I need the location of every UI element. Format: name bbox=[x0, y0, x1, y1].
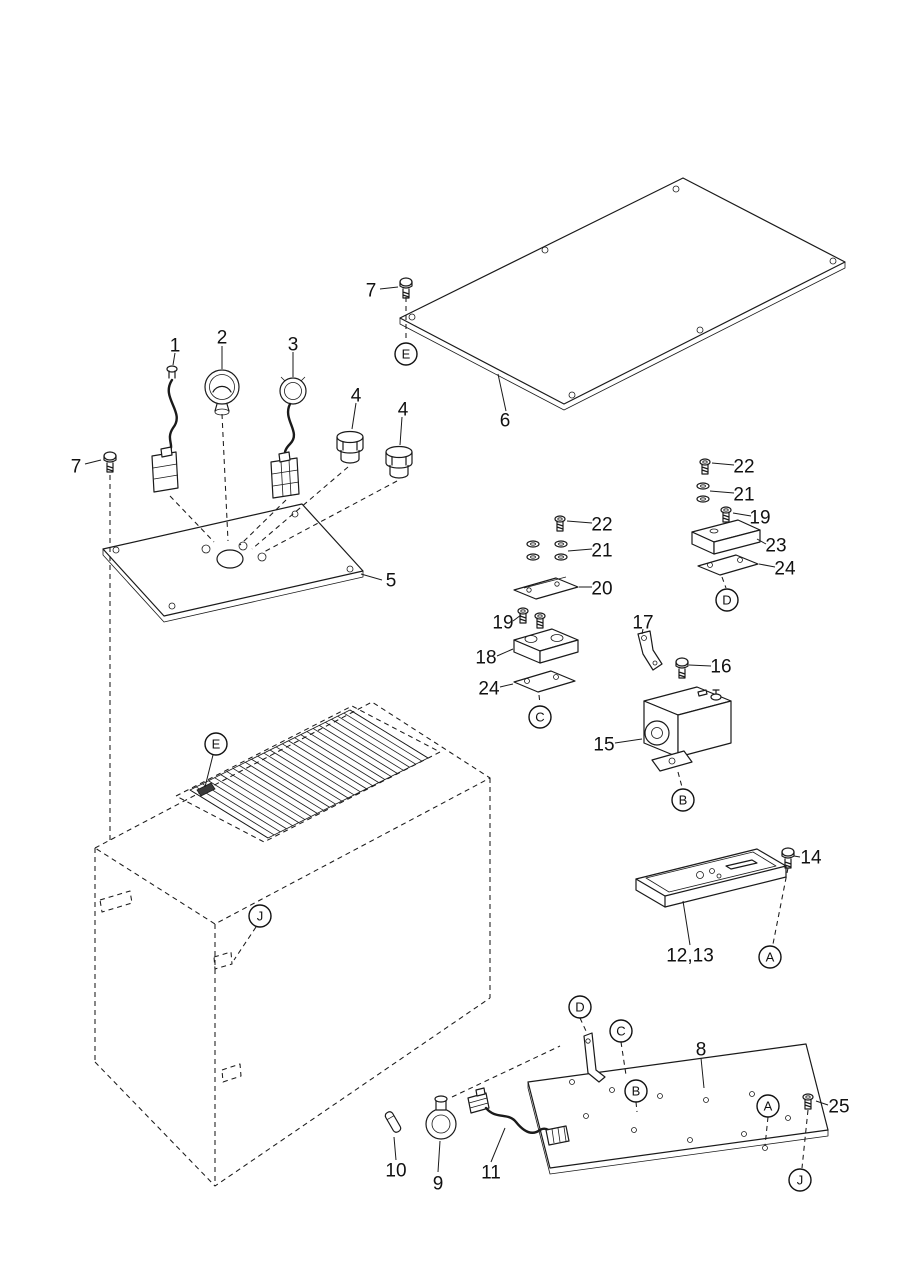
part-label-3: 3 bbox=[288, 335, 299, 356]
part-label-4: 4 bbox=[351, 386, 362, 407]
part-label-12-13: 12,13 bbox=[666, 946, 714, 967]
callout-circle bbox=[671, 788, 695, 812]
callout-E: E bbox=[394, 342, 418, 366]
part-label-7: 7 bbox=[366, 281, 377, 302]
part-label-6: 6 bbox=[500, 411, 511, 432]
battery-gauge-part-2 bbox=[204, 369, 240, 416]
callout-circle bbox=[609, 1019, 633, 1043]
controller-module-part-12-13 bbox=[635, 848, 787, 908]
assembly-axes bbox=[109, 297, 809, 1169]
part-label-19: 19 bbox=[749, 508, 770, 529]
callout-letter: A bbox=[764, 1099, 773, 1114]
bracket-part-17 bbox=[637, 630, 663, 671]
part-label-15: 15 bbox=[593, 735, 614, 756]
callout-E: E bbox=[204, 732, 228, 756]
callout-letter: D bbox=[575, 1000, 584, 1015]
leader-lines bbox=[84, 286, 829, 1173]
part-label-8: 8 bbox=[696, 1040, 707, 1061]
callout-letter: E bbox=[402, 347, 411, 362]
cable-gland-part-4a bbox=[336, 430, 364, 464]
part-label-21: 21 bbox=[591, 541, 612, 562]
part-label-4: 4 bbox=[398, 400, 409, 421]
callout-letter: J bbox=[797, 1173, 804, 1188]
callout-circle bbox=[624, 1079, 648, 1103]
part-label-21: 21 bbox=[733, 485, 754, 506]
callout-circle bbox=[394, 342, 418, 366]
panel-bracket bbox=[583, 1032, 606, 1083]
part-label-20: 20 bbox=[591, 579, 612, 600]
part-label-10: 10 bbox=[385, 1161, 406, 1182]
part-label-19: 19 bbox=[492, 613, 513, 634]
clamp-part-9 bbox=[425, 1095, 457, 1140]
callout-letter: D bbox=[722, 593, 731, 608]
part-label-2: 2 bbox=[217, 328, 228, 349]
cable-assembly-part-11 bbox=[467, 1087, 570, 1146]
callout-circle bbox=[788, 1168, 812, 1192]
screw-part-7-top bbox=[399, 277, 413, 299]
callout-A: A bbox=[756, 1094, 780, 1118]
part-label-24: 24 bbox=[478, 679, 500, 700]
clamp-cluster-d bbox=[691, 458, 761, 576]
pin-part-10 bbox=[384, 1111, 402, 1133]
part-label-14: 14 bbox=[800, 848, 822, 869]
instrument-plate-part-5 bbox=[102, 503, 364, 623]
callout-J: J bbox=[248, 904, 272, 928]
screw-part-16 bbox=[675, 657, 689, 679]
battery-box-hidden bbox=[94, 701, 491, 1187]
callout-circle bbox=[715, 588, 739, 612]
part-label-22: 22 bbox=[733, 457, 754, 478]
screw-part-7-left bbox=[103, 451, 117, 473]
callout-letter: C bbox=[616, 1024, 625, 1039]
callout-circles: A A B B C C D D E E J J bbox=[204, 342, 812, 1192]
callout-circle bbox=[758, 945, 782, 969]
part-label-7: 7 bbox=[71, 457, 82, 478]
callout-circle bbox=[204, 732, 228, 756]
callout-D: D bbox=[715, 588, 739, 612]
part-label-11: 11 bbox=[481, 1163, 501, 1184]
part-label-17: 17 bbox=[632, 613, 653, 634]
round-connector-part-3 bbox=[270, 376, 307, 499]
callout-letter: E bbox=[212, 737, 221, 752]
mounting-panel-part-8 bbox=[527, 1043, 829, 1175]
part-label-16: 16 bbox=[710, 657, 731, 678]
cable-gland-part-4b bbox=[385, 445, 413, 479]
callout-letter: J bbox=[257, 909, 264, 924]
callout-circle bbox=[528, 705, 552, 729]
callout-circle bbox=[568, 995, 592, 1019]
callout-letter: B bbox=[679, 793, 688, 808]
callout-J: J bbox=[788, 1168, 812, 1192]
cable-connector-part-1 bbox=[151, 365, 179, 493]
callout-letter: B bbox=[632, 1084, 641, 1099]
callout-B: B bbox=[624, 1079, 648, 1103]
part-label-9: 9 bbox=[433, 1174, 444, 1195]
callout-D: D bbox=[568, 995, 592, 1019]
callout-letter: A bbox=[766, 950, 775, 965]
part-label-18: 18 bbox=[475, 648, 496, 669]
part-label-1: 1 bbox=[170, 336, 181, 357]
top-cover-panel-part-6 bbox=[399, 177, 846, 411]
part-label-25: 25 bbox=[828, 1097, 849, 1118]
fuse-cluster-c bbox=[513, 515, 579, 693]
callout-circle bbox=[248, 904, 272, 928]
callout-B: B bbox=[671, 788, 695, 812]
contactor-part-15 bbox=[643, 686, 732, 772]
battery-grille-hatch bbox=[189, 709, 429, 839]
callout-letter: C bbox=[535, 710, 544, 725]
part-label-23: 23 bbox=[765, 536, 786, 557]
part-label-24: 24 bbox=[774, 559, 796, 580]
callout-C: C bbox=[528, 705, 552, 729]
callout-circle bbox=[756, 1094, 780, 1118]
callout-A: A bbox=[758, 945, 782, 969]
part-label-22: 22 bbox=[591, 515, 612, 536]
part-label-5: 5 bbox=[386, 571, 397, 592]
callout-C: C bbox=[609, 1019, 633, 1043]
